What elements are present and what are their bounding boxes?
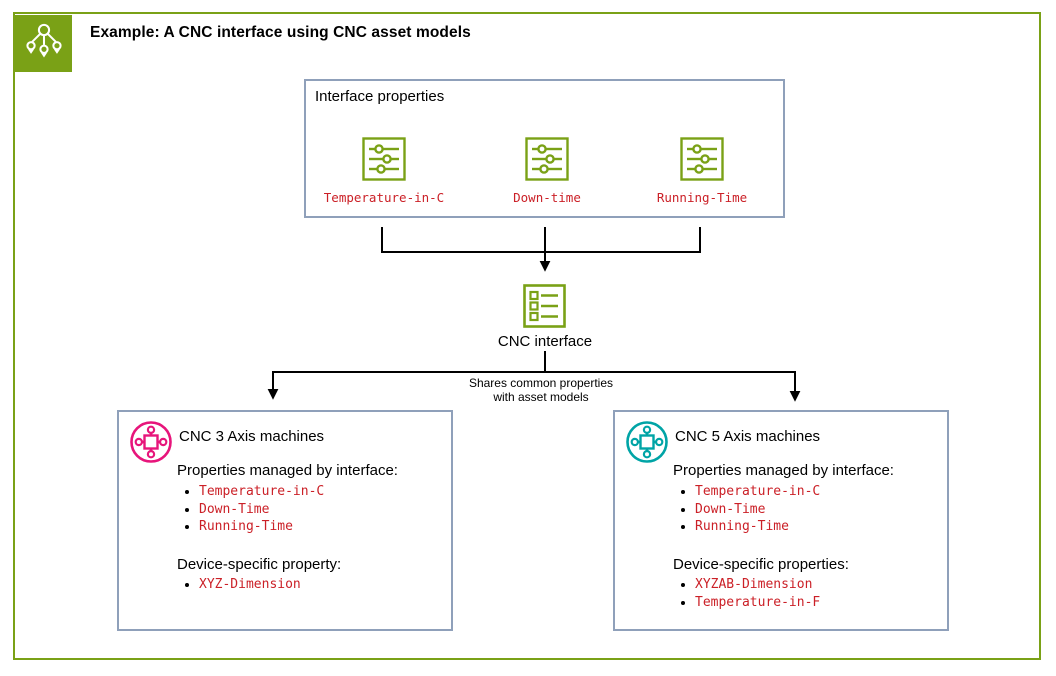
sliders-icon [304,137,464,181]
property-item: Running-Time [695,518,820,536]
share-note: Shares common properties with asset mode… [441,376,641,404]
managed-properties-heading: Properties managed by interface: [177,462,398,479]
device-properties-heading: Device-specific property: [177,556,342,573]
page-title: Example: A CNC interface using CNC asset… [90,24,471,41]
managed-properties-list: Temperature-in-C Down-Time Running-Time [177,483,324,536]
asset-model-icon [129,420,173,469]
property-label: Running-Time [656,190,748,205]
share-note-line1: Shares common properties [468,376,614,390]
interface-properties-box: Interface properties Temperature-in-C [304,79,785,218]
cnc-3-axis-box: CNC 3 Axis machines Properties managed b… [117,410,453,631]
device-properties-list: XYZ-Dimension [177,576,301,594]
checklist-icon [523,284,566,333]
cnc-5-axis-box: CNC 5 Axis machines Properties managed b… [613,410,949,631]
device-properties-heading: Device-specific properties: [673,556,849,573]
machine-title: CNC 5 Axis machines [675,428,821,445]
machine-title: CNC 3 Axis machines [179,428,325,445]
diagram-border [13,12,1041,660]
property-item: Running-Time [199,518,324,536]
property-temperature-in-c: Temperature-in-C [304,137,464,205]
interface-properties-title: Interface properties [315,88,445,105]
sliders-icon [622,137,782,181]
asset-model-icon [625,420,669,469]
property-down-time: Down-time [467,137,627,205]
managed-properties-heading: Properties managed by interface: [673,462,894,479]
property-item: XYZ-Dimension [199,576,301,594]
asset-models-badge [15,15,72,72]
property-item: Temperature-in-F [695,594,820,612]
asset-models-icon [22,19,66,68]
property-item: Down-Time [199,501,324,519]
share-note-line2: with asset models [493,389,589,404]
property-running-time: Running-Time [622,137,782,205]
property-item: Temperature-in-C [199,483,324,501]
property-item: Down-Time [695,501,820,519]
property-label: Down-time [513,190,581,205]
property-item: XYZAB-Dimension [695,576,820,594]
sliders-icon [467,137,627,181]
cnc-interface-label: CNC interface [497,333,593,350]
property-label: Temperature-in-C [323,190,445,205]
managed-properties-list: Temperature-in-C Down-Time Running-Time [673,483,820,536]
property-item: Temperature-in-C [695,483,820,501]
device-properties-list: XYZAB-Dimension Temperature-in-F [673,576,820,611]
